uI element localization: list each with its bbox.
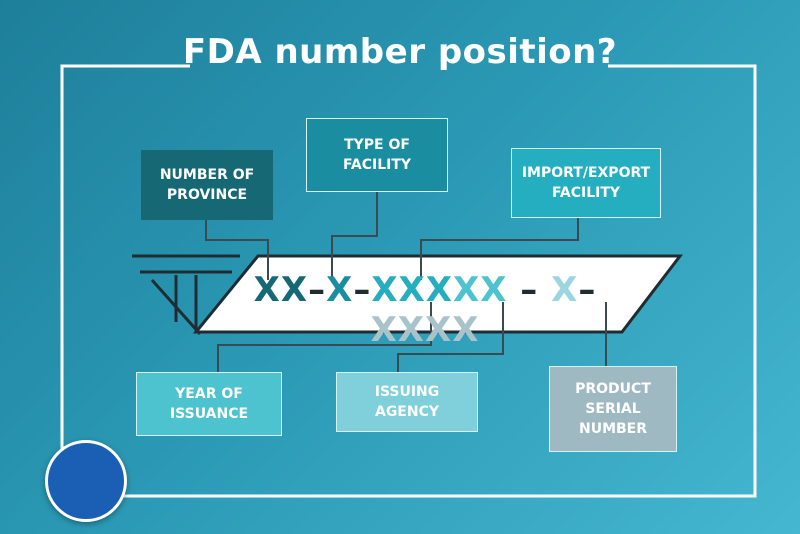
label-year-of-issuance: YEAR OF ISSUANCE: [136, 372, 282, 436]
label-product-serial-number-text: PRODUCT SERIAL NUMBER: [575, 381, 651, 437]
connector-year: [217, 302, 432, 372]
label-type-of-facility: TYPE OF FACILITY: [306, 118, 448, 192]
code-dash-3: –: [520, 270, 539, 310]
label-product-serial-number: PRODUCT SERIAL NUMBER: [549, 366, 677, 452]
logo: [45, 440, 127, 522]
label-import-export-facility: IMPORT/EXPORT FACILITY: [511, 148, 661, 218]
code-dash-4: –: [578, 270, 597, 310]
label-issuing-agency-text: ISSUING AGENCY: [374, 384, 440, 420]
connector-province: [205, 220, 269, 280]
code-import-export: XXX: [371, 270, 453, 310]
fda-mark-icon: [132, 254, 240, 335]
label-import-export-facility-text: IMPORT/EXPORT FACILITY: [521, 165, 651, 201]
code-year: XX: [452, 270, 508, 310]
label-number-of-province-text: NUMBER OF PROVINCE: [159, 167, 255, 203]
label-number-of-province: NUMBER OF PROVINCE: [141, 150, 273, 220]
label-type-of-facility-text: TYPE OF FACILITY: [342, 137, 412, 173]
connector-agency: [397, 302, 504, 372]
code-province: XX: [253, 270, 309, 310]
label-issuing-agency: ISSUING AGENCY: [336, 372, 478, 432]
code-serial: XXXX: [370, 310, 480, 350]
code-agency: X: [551, 270, 579, 310]
code-dash-1: –: [308, 270, 327, 310]
connector-facility: [331, 192, 378, 280]
code-facility: X: [326, 270, 354, 310]
frame-border: [60, 64, 757, 498]
code-band: [192, 254, 684, 334]
page-title: FDA number position?: [182, 32, 618, 72]
fda-code: XX–X–XXXXX – X–XXXX: [200, 270, 650, 350]
connector-import-export: [420, 218, 579, 280]
label-year-of-issuance-text: YEAR OF ISSUANCE: [169, 386, 249, 422]
code-dash-2: –: [353, 270, 372, 310]
